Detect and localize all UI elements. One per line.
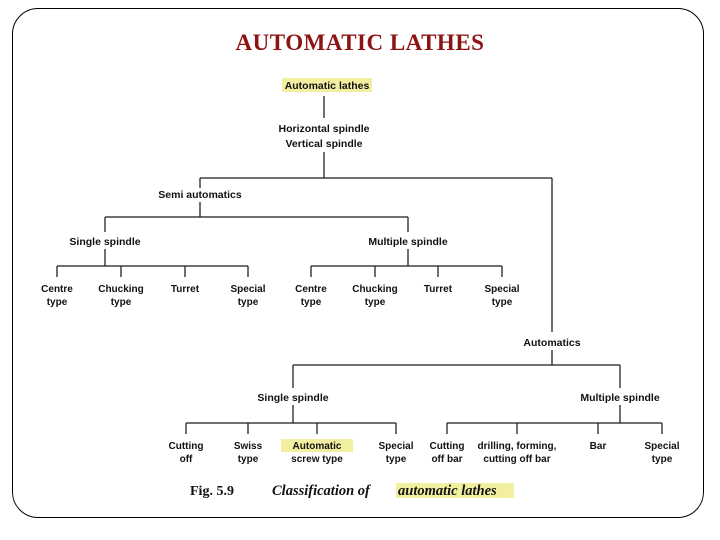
leaf-node[interactable]: Chucking type (352, 284, 398, 308)
leaf-line2: type (492, 297, 513, 308)
leaf-line1: Turret (171, 284, 200, 295)
leaf-node[interactable]: Chucking type (98, 284, 144, 308)
leaf-group-semi-single: Centre type Chucking type Turret Special… (41, 284, 266, 308)
leaf-node[interactable]: drilling, forming, cutting off bar (478, 441, 557, 465)
leaf-line2: off (180, 454, 193, 465)
leaf-node[interactable]: Cutting off bar (430, 441, 465, 465)
leaf-line2: type (386, 454, 407, 465)
node-automatic-lathes[interactable]: Automatic lathes (282, 78, 372, 92)
leaf-group-semi-multiple: Centre type Chucking type Turret Special… (295, 284, 520, 308)
leaf-highlight (281, 439, 353, 452)
node-semi-multiple-spindle[interactable]: Multiple spindle (368, 236, 447, 248)
leaf-node[interactable]: Special type (230, 284, 265, 308)
node-automatics[interactable]: Automatics (523, 337, 580, 349)
leaf-line1: Chucking (352, 284, 398, 295)
node-auto-multiple-spindle[interactable]: Multiple spindle (580, 392, 659, 404)
leaf-line1: Special (644, 441, 679, 452)
leaf-node[interactable]: Turret (171, 284, 200, 295)
leaf-line2: screw type (291, 454, 343, 465)
root-label: Automatic lathes (285, 80, 370, 92)
leaf-line1: Chucking (98, 284, 144, 295)
leaf-line1: Turret (424, 284, 453, 295)
leaf-line1: Cutting (169, 441, 204, 452)
leaf-line1: Special (378, 441, 413, 452)
leaf-node[interactable]: Centre type (41, 284, 73, 308)
leaf-line1: Bar (590, 441, 607, 452)
leaf-line2: cutting off bar (483, 454, 550, 465)
leaf-line2: type (111, 297, 132, 308)
leaf-group-auto-single: Cutting off Swiss type Automatic screw t… (169, 439, 414, 465)
leaf-line2: type (301, 297, 322, 308)
leaf-line1: Centre (41, 284, 73, 295)
leaf-node-automatic-screw-type[interactable]: Automatic screw type (281, 439, 353, 465)
leaf-line1: Swiss (234, 441, 263, 452)
leaf-line1: Cutting (430, 441, 465, 452)
caption-text: Classification of (272, 483, 372, 499)
leaf-node[interactable]: Special type (378, 441, 413, 465)
leaf-line1: drilling, forming, (478, 441, 557, 452)
leaf-line2: type (652, 454, 673, 465)
spindle-note-line1: Horizontal spindle (278, 123, 369, 135)
leaf-node[interactable]: Swiss type (234, 441, 263, 465)
leaf-group-auto-multiple: Cutting off bar drilling, forming, cutti… (430, 441, 680, 465)
leaf-line1: Special (230, 284, 265, 295)
leaf-node[interactable]: Cutting off (169, 441, 204, 465)
leaf-node[interactable]: Special type (644, 441, 679, 465)
node-auto-single-spindle[interactable]: Single spindle (257, 392, 328, 404)
page-title: AUTOMATIC LATHES (235, 30, 485, 55)
node-semi-automatics[interactable]: Semi automatics (158, 189, 242, 201)
leaf-line2: type (238, 297, 259, 308)
caption-highlight (396, 483, 514, 498)
caption-figure-number: Fig. 5.9 (190, 484, 234, 499)
caption-highlighted-text: automatic lathes (398, 483, 497, 499)
leaf-line2: type (47, 297, 68, 308)
leaf-line2: type (238, 454, 259, 465)
node-semi-single-spindle[interactable]: Single spindle (69, 236, 140, 248)
leaf-line1: Special (484, 284, 519, 295)
leaf-line2: type (365, 297, 386, 308)
spindle-note-line2: Vertical spindle (285, 138, 362, 150)
figure-caption: Fig. 5.9 Classification of automatic lat… (190, 483, 514, 499)
leaf-line1: Automatic (293, 441, 342, 452)
node-spindle-orientation: Horizontal spindle Vertical spindle (278, 123, 369, 150)
root-highlight (282, 78, 372, 92)
leaf-node[interactable]: Centre type (295, 284, 327, 308)
leaf-node[interactable]: Special type (484, 284, 519, 308)
leaf-node[interactable]: Bar (590, 441, 607, 452)
leaf-line2: off bar (431, 454, 462, 465)
tree-connectors (56, 96, 663, 434)
leaf-node[interactable]: Turret (424, 284, 453, 295)
leaf-line1: Centre (295, 284, 327, 295)
